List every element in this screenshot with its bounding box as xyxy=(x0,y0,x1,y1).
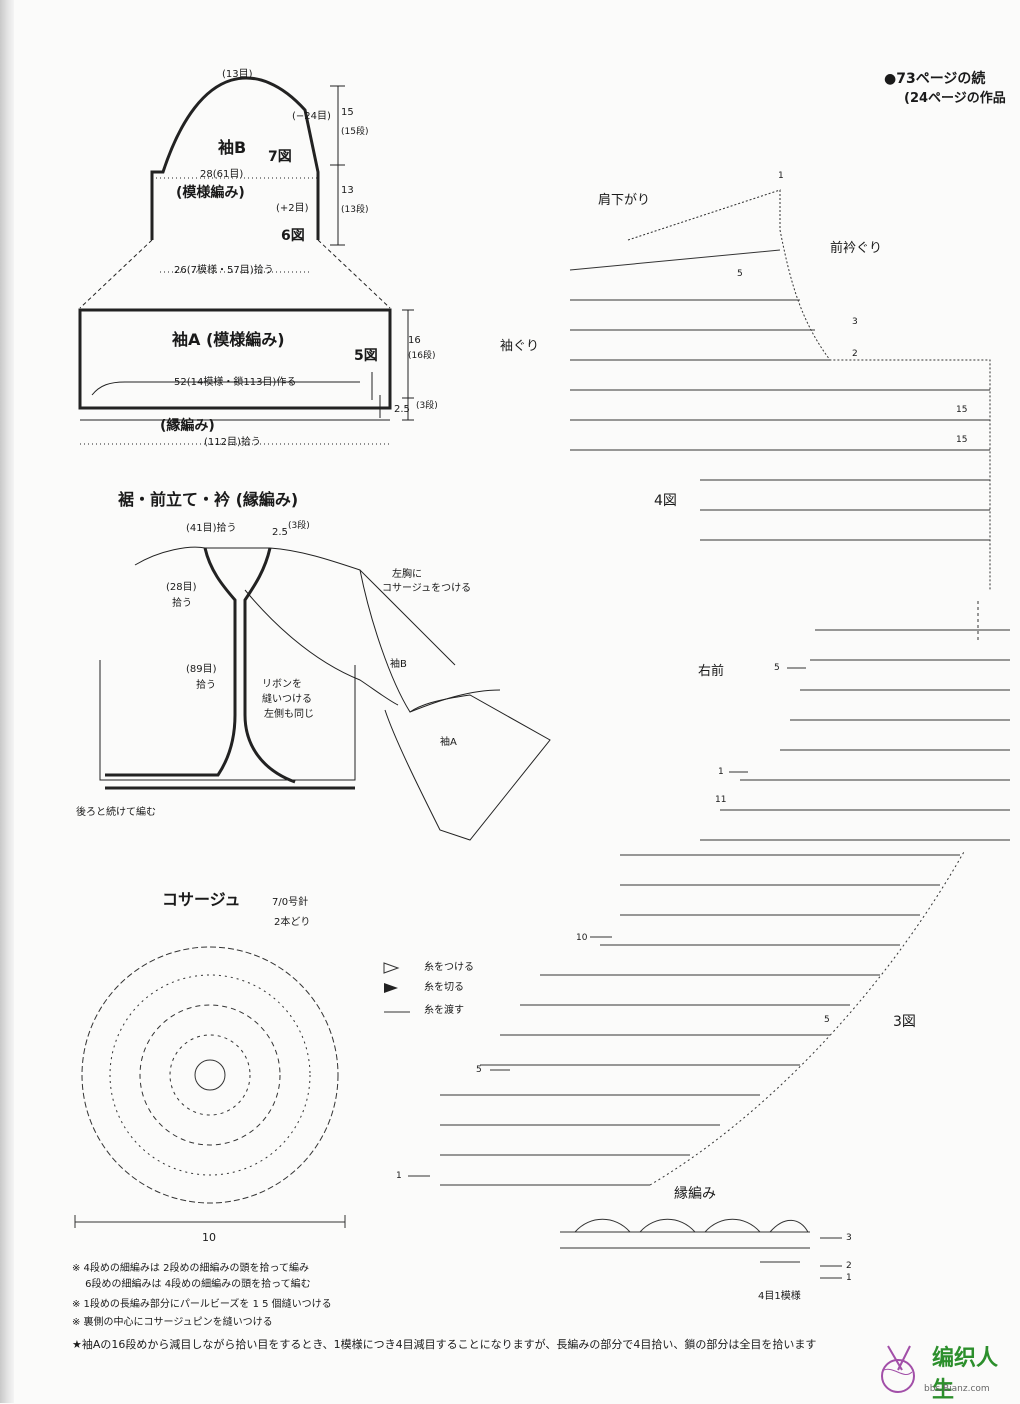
sleeve-b-small: 袖B xyxy=(390,659,407,670)
row-marker: 5 xyxy=(476,1065,482,1075)
row-marker: 3 xyxy=(846,1233,852,1243)
border-label: (縁編み) xyxy=(160,418,215,434)
pick-89-b: 拾う xyxy=(196,680,216,691)
yarn-ball-icon xyxy=(881,1345,915,1393)
site-logo: 编织人生 bbs.Bianz.com xyxy=(868,1340,1018,1403)
logo-url: bbs.Bianz.com xyxy=(924,1384,990,1394)
footer-note: ★袖Aの16段めから減目しながら拾い目をするとき、1模様につき4目減目することに… xyxy=(72,1338,817,1351)
crochet-chart-lower xyxy=(440,600,1010,1186)
pick-41: (41目)拾う xyxy=(186,523,237,534)
sleeve-width-28: 28(61目) xyxy=(200,169,244,180)
body-title: 裾・前立て・衿 (縁編み) xyxy=(118,490,299,509)
label-front-neck: 前衿ぐり xyxy=(830,241,883,256)
corsage-strands: 2本どり xyxy=(274,917,311,928)
row-marker: 15 xyxy=(956,405,968,415)
label-shoulder: 肩下がり xyxy=(598,193,651,208)
row-marker: 1 xyxy=(846,1273,852,1283)
sleeve-inc: (+2目) xyxy=(276,203,309,214)
pick-28-b: 拾う xyxy=(172,598,192,609)
sleeve-13: 13 xyxy=(341,185,354,196)
repeat-label: 4目1模様 xyxy=(758,1291,801,1302)
sleeve-b-outline xyxy=(150,76,320,240)
sleeve-a-small: 袖A xyxy=(440,737,457,748)
header-title: ●73ページの続 xyxy=(884,71,986,87)
ribbon-2: 縫いつける xyxy=(262,694,312,705)
border-chart xyxy=(560,1218,810,1263)
row-marker: 5 xyxy=(774,663,780,673)
fig-3: 3図 xyxy=(893,1014,916,1030)
row-marker: 15 xyxy=(956,435,968,445)
corsage-hook: 7/0号針 xyxy=(272,897,309,908)
sleeve-16: 16 xyxy=(408,335,421,346)
note-line: ※ 1段めの長編み部分にパールビーズを 1 5 個縫いつける xyxy=(72,1299,332,1310)
book-spine-shadow xyxy=(0,0,14,1403)
fig-6: 6図 xyxy=(281,228,305,244)
pick-28: (28目) xyxy=(166,582,197,593)
fig-5: 5図 xyxy=(354,348,378,364)
edge-25: 2.5 xyxy=(394,404,410,415)
legend-carry: 糸を渡す xyxy=(424,1005,464,1016)
sleeve-dec-count: (−24目) xyxy=(292,111,331,122)
edge-rows: (3段) xyxy=(416,401,438,411)
collar-rows: (3段) xyxy=(288,521,310,531)
row-marker: 2 xyxy=(852,349,858,359)
header-subtitle: (24ページの作品 xyxy=(904,91,1006,106)
row-marker: 2 xyxy=(846,1261,852,1271)
sleeve-15: 15 xyxy=(341,107,354,118)
note-line: ※ 裏側の中心にコサージュピンを縫いつける xyxy=(72,1317,273,1328)
border-title: 縁編み xyxy=(674,1186,716,1202)
sleeve-top-count: (13目) xyxy=(222,69,253,80)
row-marker: 1 xyxy=(778,171,784,181)
collar-25: 2.5 xyxy=(272,527,288,538)
back-note: 後ろと続けて編む xyxy=(76,807,156,818)
corsage-note-1: 左胸に xyxy=(392,569,422,580)
fig-4: 4図 xyxy=(654,493,677,509)
legend-attach: 糸をつける xyxy=(424,962,474,973)
label-right-front: 右前 xyxy=(698,664,725,679)
crochet-chart-upper xyxy=(569,189,991,590)
note-line: ※ 4段めの細編みは 2段めの細編みの頭を拾って編み xyxy=(72,1263,309,1274)
ribbon-3: 左側も同じ xyxy=(264,709,314,720)
sleeve-16-rows: (16段) xyxy=(408,351,436,361)
row-marker: 10 xyxy=(576,933,588,943)
row-marker: 11 xyxy=(715,795,727,805)
row-marker: 5 xyxy=(737,269,743,279)
note-line: 6段めの細編みは 4段めの細編みの頭を拾って編む xyxy=(72,1279,311,1290)
corsage-title: コサージュ xyxy=(162,890,241,909)
sleeve-13-rows: (13段) xyxy=(341,205,369,215)
row-marker: 5 xyxy=(824,1015,830,1025)
logo-text: 编织人生 xyxy=(932,1346,999,1403)
row-marker: 1 xyxy=(396,1171,402,1181)
row-marker: 1 xyxy=(718,767,724,777)
sleeve-a-label: 袖A (模様編み) xyxy=(172,330,285,349)
sleeve-15-rows: (15段) xyxy=(341,127,369,137)
legend-cut: 糸を切る xyxy=(424,982,464,993)
pickup-112: (112目)拾う xyxy=(204,437,261,448)
row-marker: 3 xyxy=(852,317,858,327)
corsage-size: 10 xyxy=(202,1231,216,1244)
corsage-note-2: コサージュをつける xyxy=(382,583,472,594)
sleeve-b-label: 袖B xyxy=(218,138,247,157)
pick-89: (89目) xyxy=(186,664,217,675)
sleeve-a-outline xyxy=(78,308,392,410)
fig-7: 7図 xyxy=(268,149,292,165)
chain-52: 52(14模様・鎖113目)作る xyxy=(174,377,297,388)
corsage-chart xyxy=(74,946,346,1228)
pickup-26: 26(7模様・57目)拾う xyxy=(174,265,274,276)
ribbon-1: リボンを xyxy=(262,679,302,690)
sleeve-pattern: (模様編み) xyxy=(176,185,245,201)
label-armhole: 袖ぐり xyxy=(500,339,540,354)
